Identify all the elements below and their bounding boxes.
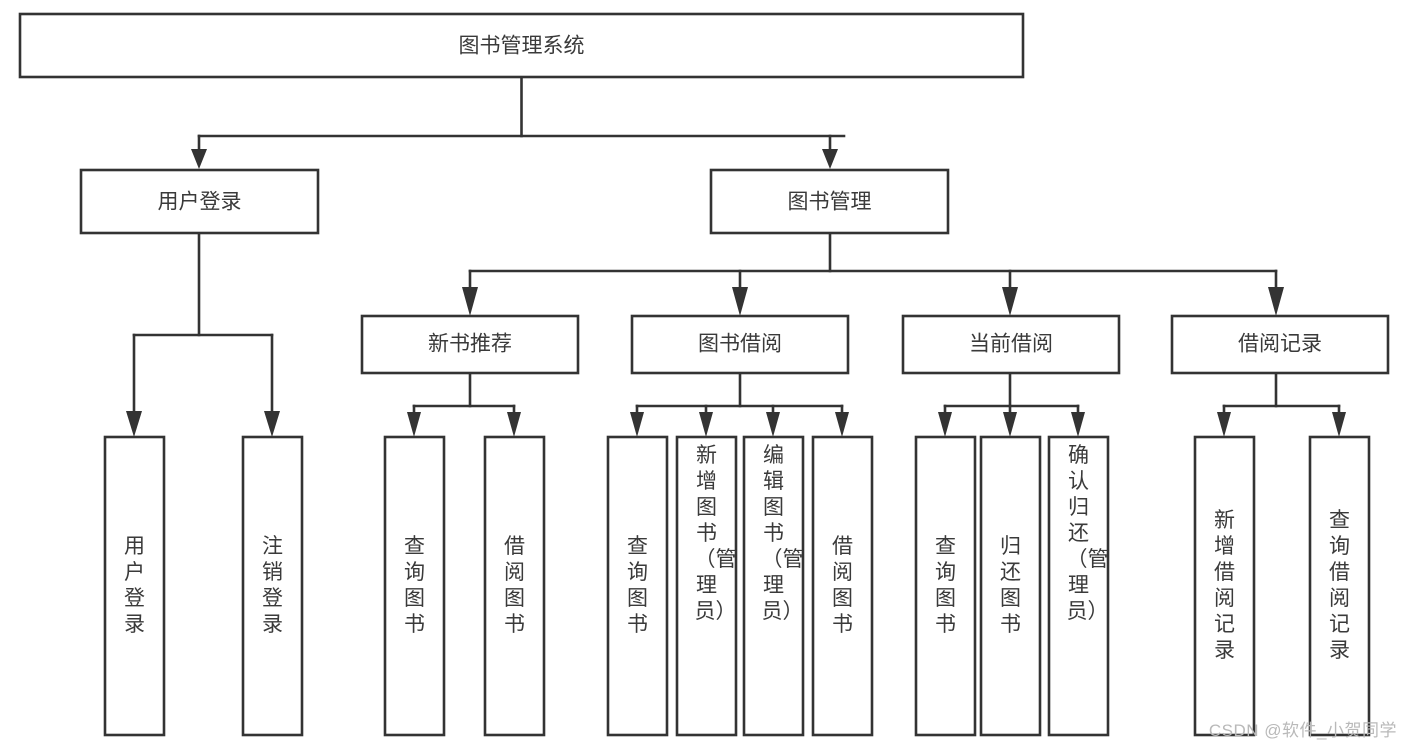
node-new-book-rec-label: 新书推荐 bbox=[428, 333, 512, 356]
node-leaf-5-box[interactable] bbox=[606, 435, 669, 737]
arrow-to-leaf-6 bbox=[699, 412, 713, 437]
csdn-watermark: CSDN @软件_小贺同学 bbox=[1208, 721, 1397, 740]
arrow-to-new-book-rec bbox=[462, 287, 478, 316]
node-current-borrow-box[interactable] bbox=[901, 314, 1121, 375]
node-new-book-rec-box[interactable] bbox=[360, 314, 580, 375]
node-borrow-record[interactable]: 借阅记录 bbox=[1170, 314, 1390, 375]
connector-group-user-login bbox=[126, 232, 280, 437]
node-leaf-13-box[interactable] bbox=[1308, 435, 1371, 737]
node-book-manage-label: 图书管理 bbox=[788, 191, 872, 214]
node-leaf-3-box[interactable] bbox=[383, 435, 446, 737]
connector-group-root bbox=[191, 75, 846, 169]
arrow-to-leaf-8 bbox=[835, 412, 849, 437]
node-user-login-label: 用户登录 bbox=[158, 191, 242, 214]
node-leaf-6-box[interactable] bbox=[675, 435, 738, 737]
node-borrow-record-box[interactable] bbox=[1170, 314, 1390, 375]
node-leaf-8-box[interactable] bbox=[811, 435, 874, 737]
node-leaf-2-box[interactable] bbox=[241, 435, 304, 737]
connector-group-current-borrow bbox=[938, 371, 1085, 437]
arrow-to-leaf-9 bbox=[938, 412, 952, 437]
node-current-borrow-label: 当前借阅 bbox=[969, 333, 1053, 356]
arrow-to-leaf-7 bbox=[766, 412, 780, 437]
arrow-to-borrow-record bbox=[1268, 287, 1284, 316]
node-leaf-10-box[interactable] bbox=[979, 435, 1042, 737]
arrow-to-leaf-1 bbox=[126, 411, 142, 437]
arrow-to-leaf-2 bbox=[264, 411, 280, 437]
node-borrow-record-label: 借阅记录 bbox=[1238, 333, 1322, 356]
node-root[interactable]: 图书管理系统 bbox=[18, 12, 1025, 79]
node-book-manage[interactable]: 图书管理 bbox=[709, 168, 950, 235]
connector-group-book-borrow bbox=[630, 371, 849, 437]
arrow-to-leaf-3 bbox=[407, 412, 421, 437]
connector-group-new-book-rec bbox=[407, 371, 521, 437]
node-book-borrow-label: 图书借阅 bbox=[698, 333, 782, 356]
arrow-to-leaf-11 bbox=[1071, 412, 1085, 437]
arrow-to-current-borrow bbox=[1002, 287, 1018, 316]
arrow-to-leaf-5 bbox=[630, 412, 644, 437]
node-user-login[interactable]: 用户登录 bbox=[79, 168, 320, 235]
node-leaf-1-box[interactable] bbox=[103, 435, 166, 737]
node-root-label: 图书管理系统 bbox=[459, 35, 585, 58]
node-leaf-12-box[interactable] bbox=[1193, 435, 1256, 737]
arrow-to-leaf-13 bbox=[1332, 412, 1346, 437]
arrow-to-leaf-4 bbox=[507, 412, 521, 437]
node-user-login-box[interactable] bbox=[79, 168, 320, 235]
connector-group-borrow-record bbox=[1217, 371, 1346, 437]
connector-group-book-manage bbox=[462, 232, 1284, 316]
node-leaf-4-box[interactable] bbox=[483, 435, 546, 737]
node-leaf-9-box[interactable] bbox=[914, 435, 977, 737]
node-book-borrow-box[interactable] bbox=[630, 314, 850, 375]
node-new-book-rec[interactable]: 新书推荐 bbox=[360, 314, 580, 375]
arrow-to-book-borrow bbox=[732, 287, 748, 316]
arrow-to-leaf-10 bbox=[1003, 412, 1017, 437]
node-current-borrow[interactable]: 当前借阅 bbox=[901, 314, 1121, 375]
arrow-to-user-login bbox=[191, 149, 207, 169]
node-leaf-11-box[interactable] bbox=[1047, 435, 1110, 737]
node-leaf-7-box[interactable] bbox=[742, 435, 805, 737]
node-book-manage-box[interactable] bbox=[709, 168, 950, 235]
arrow-to-book-manage bbox=[822, 149, 838, 169]
node-root-box[interactable] bbox=[18, 12, 1025, 79]
arrow-to-leaf-12 bbox=[1217, 412, 1231, 437]
node-book-borrow[interactable]: 图书借阅 bbox=[630, 314, 850, 375]
